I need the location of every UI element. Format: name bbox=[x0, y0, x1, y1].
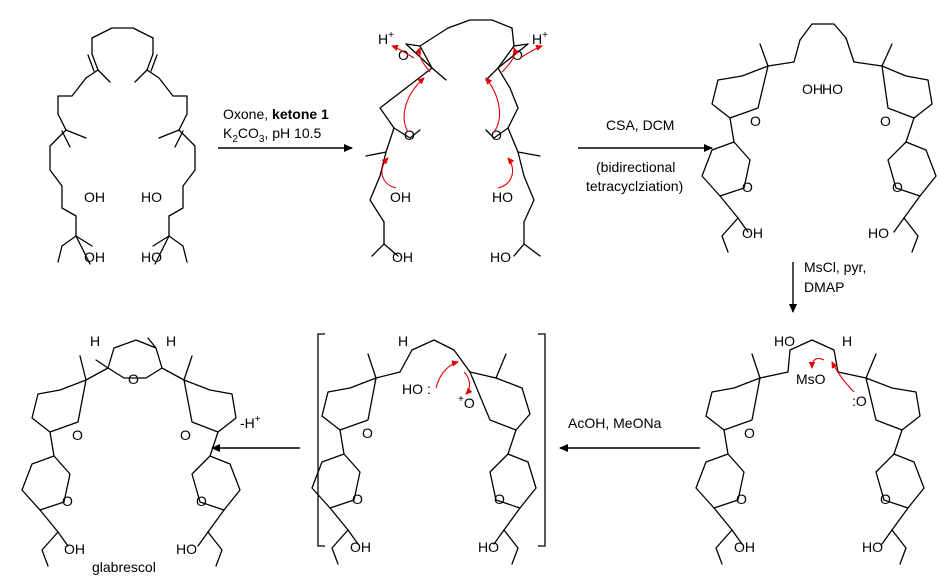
step1-reagents-line1: Oxone, ketone 1 bbox=[223, 106, 329, 122]
thf-o: O bbox=[736, 491, 747, 507]
ho-label: HO bbox=[868, 225, 889, 241]
step2-reagent-line3: tetracyclziation) bbox=[586, 178, 683, 194]
ho-label: HO bbox=[822, 81, 843, 97]
step5-label: -H+ bbox=[240, 414, 261, 431]
oh-label: OH bbox=[392, 249, 413, 265]
mesylate bbox=[695, 339, 925, 565]
bracket-left bbox=[317, 333, 325, 547]
oh-label: OH bbox=[350, 539, 371, 555]
step2-reagent-line2: (bidirectional bbox=[596, 159, 675, 175]
thf-o: O bbox=[744, 425, 755, 441]
thf-o: O bbox=[880, 113, 891, 129]
curly-arrows-epoxide bbox=[381, 44, 543, 189]
step3-reagent-line2: DMAP bbox=[804, 279, 844, 295]
epoxide-o: O bbox=[491, 127, 502, 143]
thf-o: O bbox=[180, 427, 191, 443]
thf-o: O bbox=[362, 425, 373, 441]
ho-label: HO bbox=[478, 539, 499, 555]
glabrescol bbox=[21, 337, 241, 567]
tetra-thf-diol bbox=[701, 23, 937, 253]
oh-label: OH bbox=[84, 189, 105, 205]
thf-o: O bbox=[128, 371, 139, 387]
curly-arrows-oxonium bbox=[435, 360, 473, 395]
thf-o: O bbox=[742, 179, 753, 195]
thf-o: O bbox=[196, 493, 207, 509]
oh-label: OH bbox=[734, 539, 755, 555]
ho-label: HO bbox=[774, 333, 795, 349]
epoxide-o: O bbox=[512, 47, 523, 63]
oh-label: OH bbox=[64, 541, 85, 557]
h-label: H bbox=[166, 333, 176, 349]
oh-label: OH bbox=[802, 81, 823, 97]
oxonium-o: +O bbox=[458, 394, 475, 411]
thf-o: O bbox=[352, 491, 363, 507]
thf-o: :O bbox=[852, 393, 867, 409]
curly-arrows-mesylate bbox=[808, 357, 855, 393]
h-label: H bbox=[398, 333, 408, 349]
polyene-diol bbox=[49, 27, 196, 265]
epoxide-o: O bbox=[398, 47, 409, 63]
ho-label: HO: bbox=[402, 381, 431, 397]
thf-o: O bbox=[62, 493, 73, 509]
epoxide-o: O bbox=[404, 127, 415, 143]
bracket-right bbox=[538, 333, 546, 547]
step1-reagents-line2: K2CO3, pH 10.5 bbox=[223, 125, 321, 145]
thf-o: O bbox=[892, 179, 903, 195]
oh-label: OH bbox=[742, 225, 763, 241]
step4-reagent: AcOH, MeONa bbox=[568, 415, 662, 431]
h-label: H bbox=[842, 333, 852, 349]
oh-label: OH bbox=[84, 249, 105, 265]
thf-o: O bbox=[750, 113, 761, 129]
compound-name-glabrescol: glabrescol bbox=[92, 559, 156, 575]
ho-label: HO bbox=[141, 249, 162, 265]
step2-reagent-line1: CSA, DCM bbox=[606, 117, 674, 133]
ho-label: HO bbox=[492, 189, 513, 205]
tetraepoxide bbox=[365, 19, 541, 257]
oxonium-intermediate bbox=[311, 339, 537, 565]
mso-label: MsO bbox=[796, 371, 826, 387]
step3-reagent-line1: MsCl, pyr, bbox=[804, 259, 866, 275]
thf-o: O bbox=[72, 427, 83, 443]
ho-label: HO bbox=[490, 249, 511, 265]
ho-label: HO bbox=[141, 189, 162, 205]
ho-label: HO bbox=[862, 539, 883, 555]
h-plus-right: H+ bbox=[532, 30, 548, 47]
thf-o: O bbox=[494, 491, 505, 507]
h-plus-left: H+ bbox=[378, 30, 394, 47]
thf-o: O bbox=[880, 491, 891, 507]
oh-label: OH bbox=[390, 189, 411, 205]
ho-label: HO bbox=[176, 541, 197, 557]
h-label: H bbox=[90, 333, 100, 349]
